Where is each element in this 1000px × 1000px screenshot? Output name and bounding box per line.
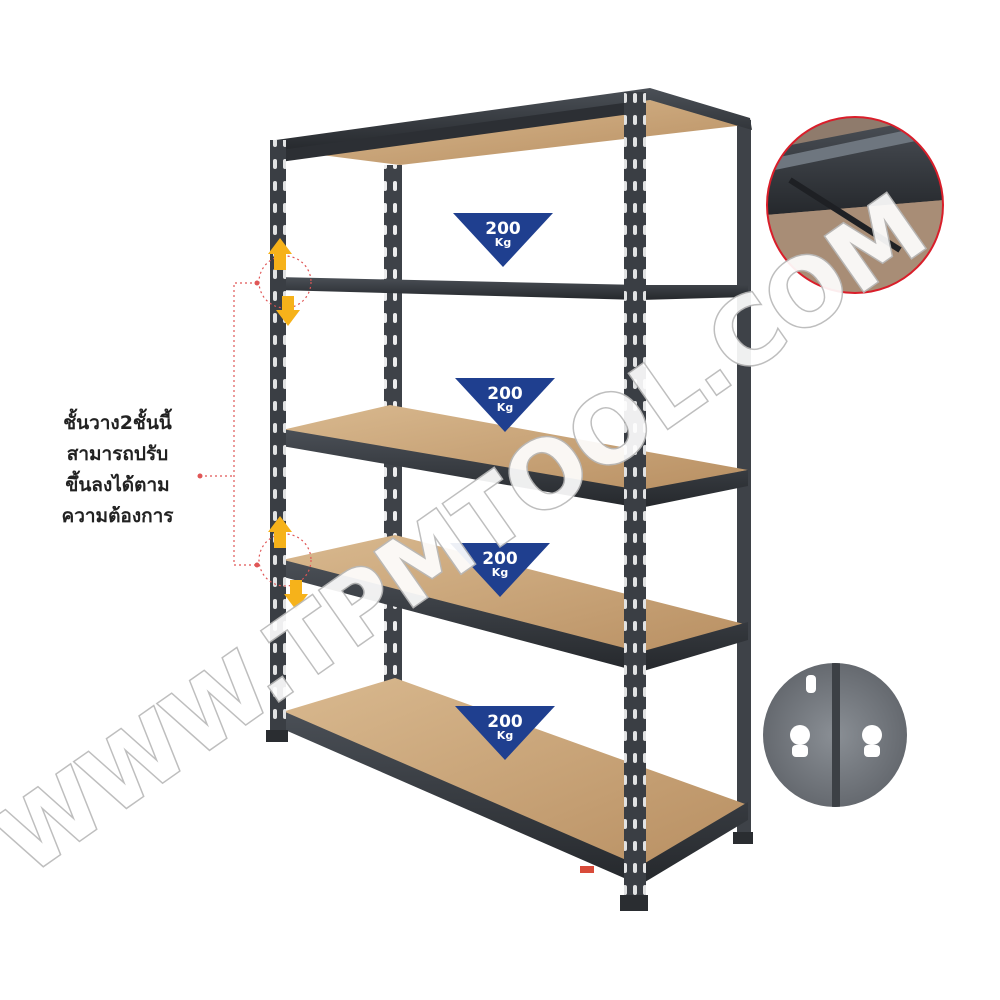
badge-value: 200: [482, 549, 518, 569]
badge-triangle: [455, 378, 555, 432]
note-line: ขึ้นลงได้ตาม: [65, 474, 170, 496]
badge-unit: Kg: [497, 401, 513, 414]
steel-shelf-unit: [266, 88, 753, 911]
post-hole-detail-zoom: [763, 663, 907, 807]
badge-unit: Kg: [497, 729, 513, 742]
note-line: สามารถปรับ: [66, 443, 169, 465]
down-arrow-icon: [276, 296, 300, 326]
badge-value: 200: [487, 712, 523, 732]
note-line: ความต้องการ: [61, 505, 174, 527]
badge-triangle: [450, 543, 550, 597]
corner-detail-zoom: [766, 116, 944, 294]
note-line: ชั้นวาง2ชั้นนี้: [63, 412, 172, 434]
adjustable-callout: [197, 238, 312, 610]
up-arrow-icon: [268, 516, 292, 548]
badge-triangle: [453, 213, 553, 267]
badge-value: 200: [485, 219, 521, 239]
up-arrow-icon: [268, 238, 292, 270]
badge-unit: Kg: [495, 236, 511, 249]
adjustable-shelf-note: ชั้นวาง2ชั้นนี้ สามารถปรับ ขึ้นลงได้ตาม …: [30, 408, 205, 532]
down-arrow-icon: [284, 580, 308, 610]
badge-value: 200: [487, 384, 523, 404]
badge-unit: Kg: [492, 566, 508, 579]
brand-sticker: [580, 866, 594, 873]
badge-triangle: [455, 706, 555, 760]
